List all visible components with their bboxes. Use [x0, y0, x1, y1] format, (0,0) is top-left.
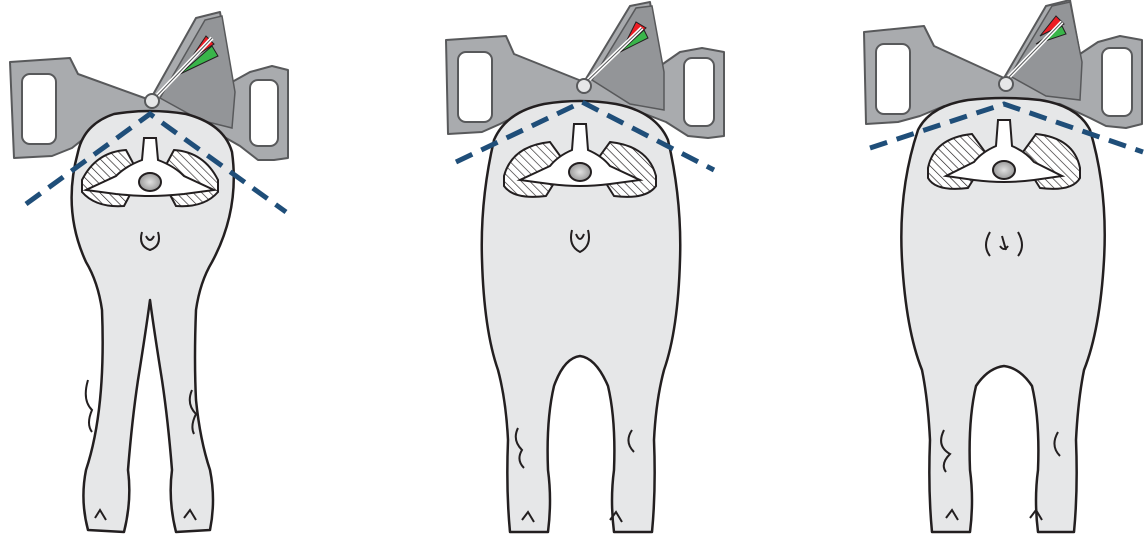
caliper-pivot [999, 77, 1013, 91]
panel-thin [10, 12, 288, 532]
caliper-handle-right [684, 58, 714, 126]
panel-ideal [446, 2, 724, 532]
spinal-cord [993, 161, 1015, 179]
panel-heavy [864, 0, 1143, 532]
spinal-cord [569, 163, 591, 181]
spinal-cord [139, 173, 161, 191]
caliper-handle-right [250, 80, 278, 146]
caliper-pivot [145, 94, 159, 108]
caliper-handle-left [876, 44, 910, 114]
caliper-handle-left [22, 74, 56, 144]
caliper-handle-left [458, 52, 492, 122]
caliper-handle-right [1102, 48, 1132, 116]
caliper-pivot [577, 79, 591, 93]
